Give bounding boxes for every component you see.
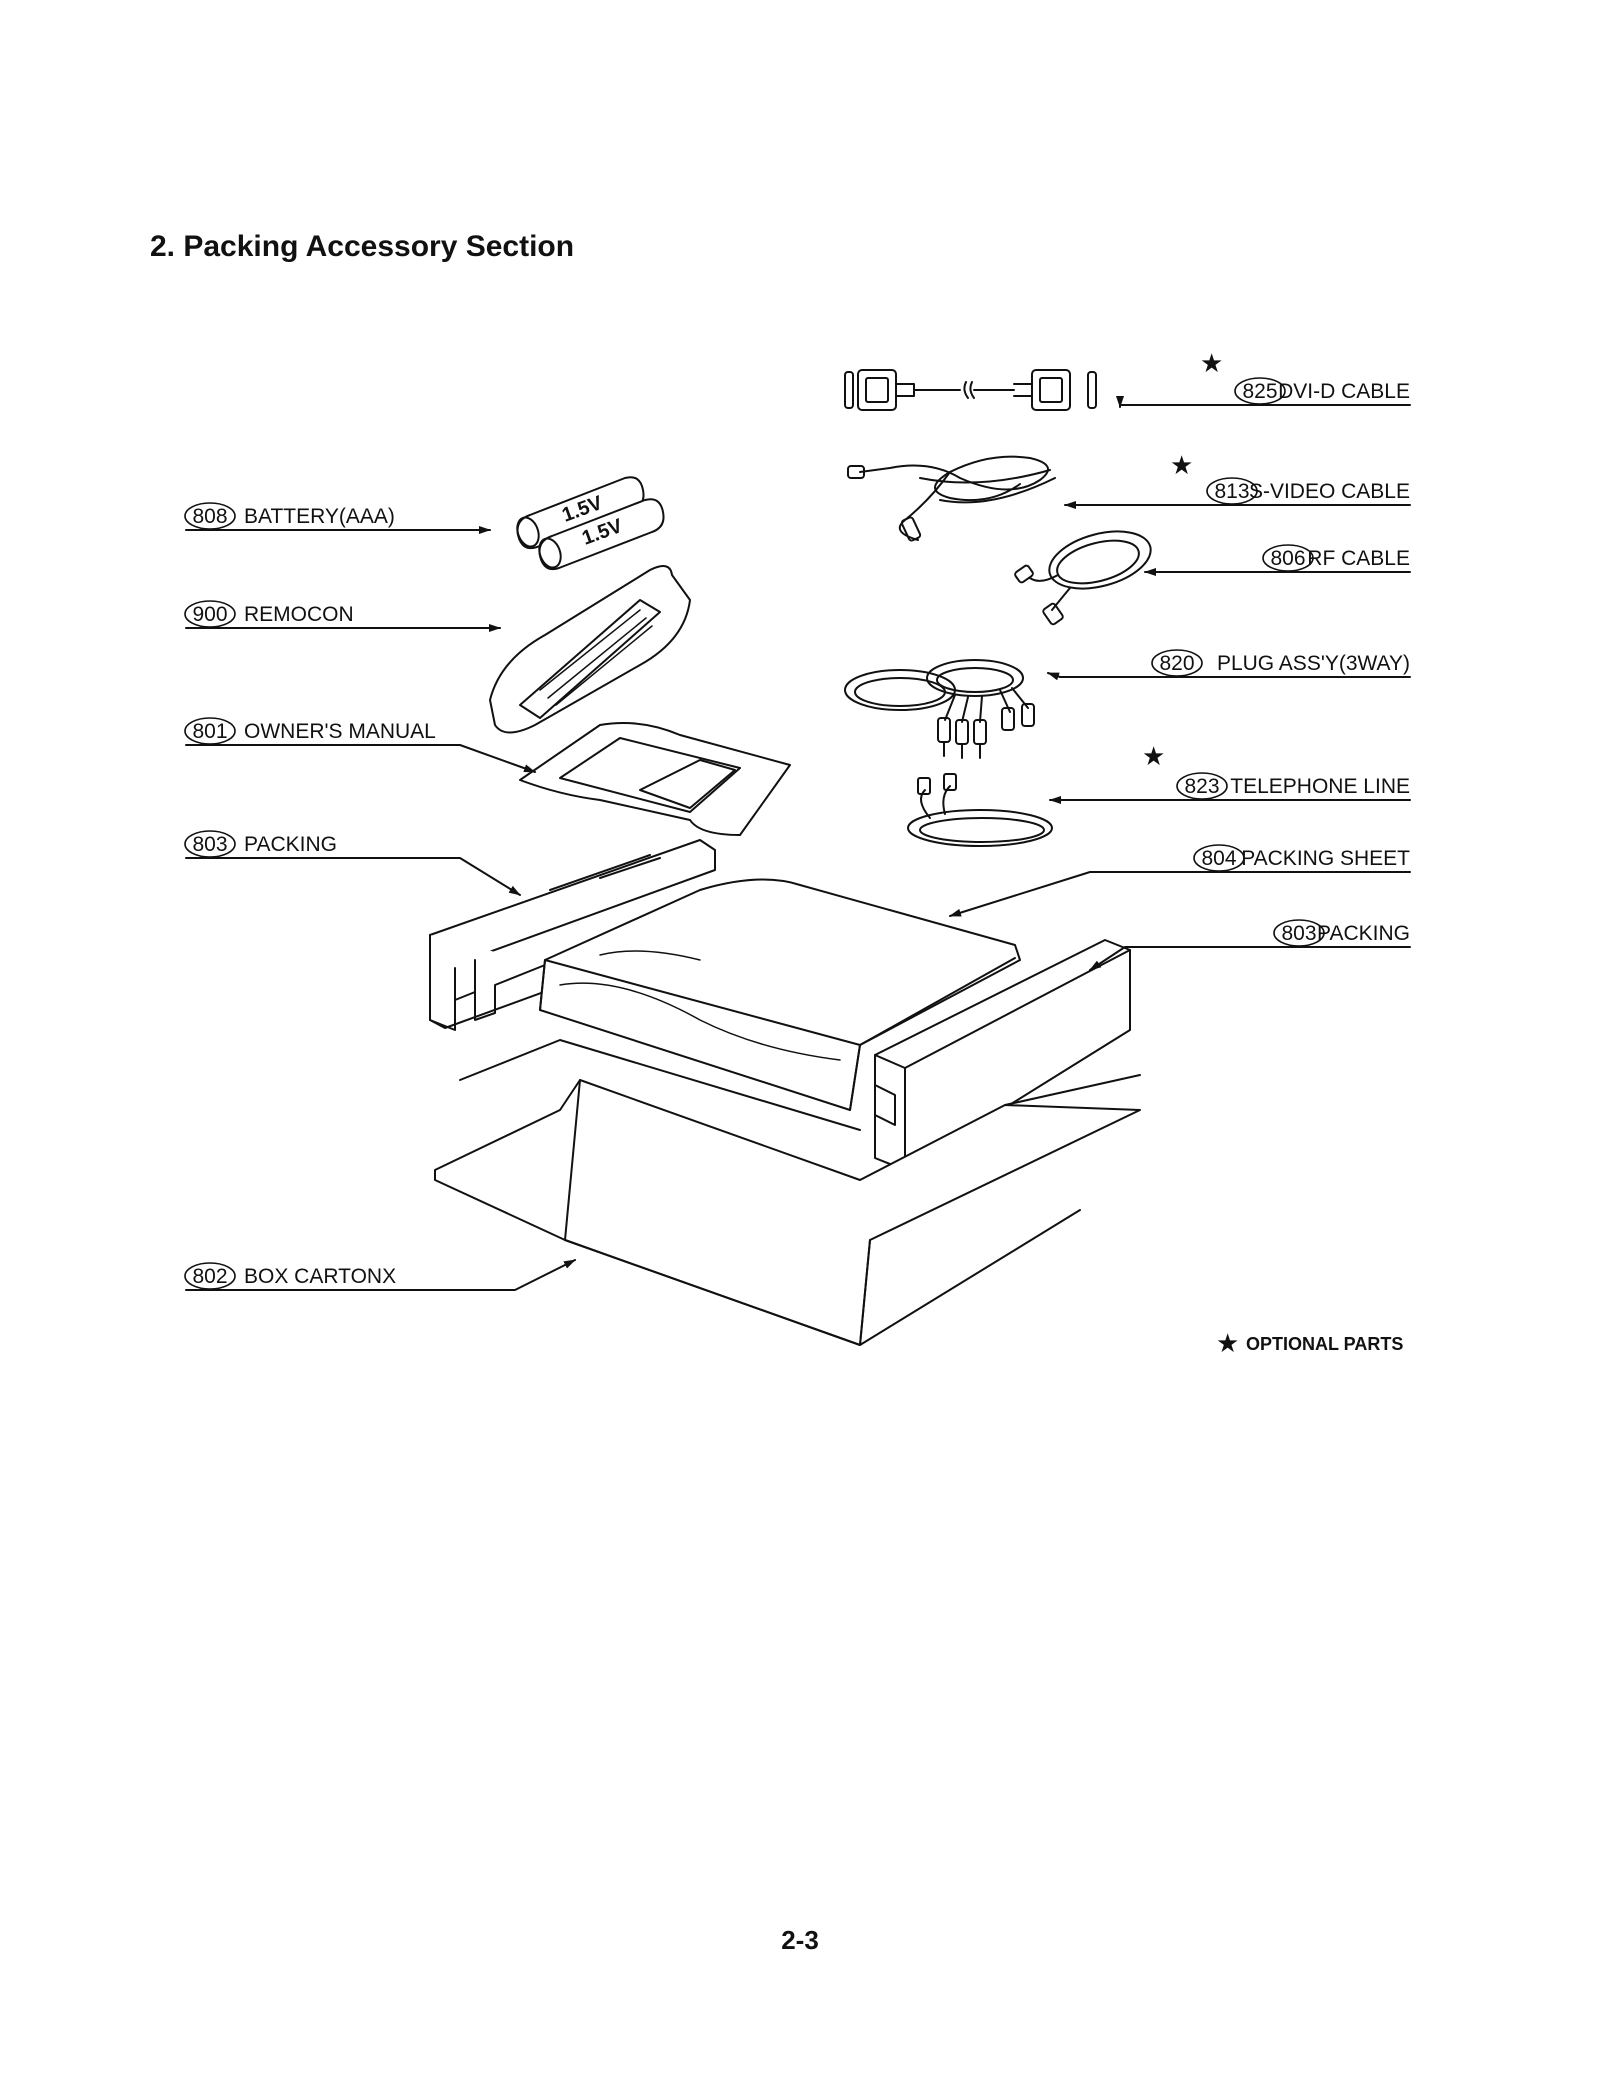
part-number-oval (184, 600, 236, 628)
part-number: 820 (1159, 652, 1194, 675)
part-number: 801 (192, 720, 227, 743)
part-name: BOX CARTONX (244, 1265, 396, 1288)
dvi-d-cable-illustration (844, 369, 1097, 411)
part-name: REMOCON (244, 603, 354, 626)
part-number: 900 (192, 603, 227, 626)
telephone-line-illustration (907, 773, 1053, 847)
rf-cable-illustration (1014, 530, 1152, 626)
optional-star-icon: ★ (1200, 348, 1223, 378)
part-number: 802 (192, 1265, 227, 1288)
callout-part-802: 802 BOX CARTONX (184, 1262, 396, 1290)
leader-lines-right (949, 396, 1411, 971)
part-number: 808 (192, 505, 227, 528)
section-title: 2. Packing Accessory Section (150, 230, 575, 263)
part-number-oval (184, 830, 236, 858)
part-name: PLUG ASS'Y(3WAY) (1217, 652, 1410, 675)
owners-manual-illustration (519, 721, 791, 836)
callout-part-808: 808 BATTERY(AAA) (184, 502, 395, 530)
legend-star-icon: ★ (1216, 1328, 1239, 1358)
part-name: RF CABLE (1307, 547, 1410, 570)
plug-assy-3way-illustration (844, 659, 1035, 759)
optional-parts-legend: ★ OPTIONAL PARTS (1216, 1328, 1403, 1358)
right-foam-packing-illustration (874, 939, 1131, 1171)
legend-text: OPTIONAL PARTS (1246, 1334, 1403, 1354)
part-name: PACKING (244, 833, 337, 856)
callout-part-820: 820 PLUG ASS'Y(3WAY) (1151, 649, 1410, 677)
part-name: PACKING (1317, 922, 1410, 945)
part-name: BATTERY(AAA) (244, 505, 395, 528)
part-number: 804 (1201, 847, 1236, 870)
part-name: S-VIDEO CABLE (1249, 480, 1410, 503)
part-number: 825 (1242, 380, 1277, 403)
part-number-oval (1176, 772, 1228, 800)
part-number-oval (1262, 544, 1314, 572)
part-name: DVI-D CABLE (1278, 380, 1410, 403)
callout-part-823: 823 TELEPHONE LINE ★ (1142, 741, 1410, 800)
box-carton-illustration (434, 1039, 1141, 1346)
page-number: 2-3 (781, 1925, 819, 1955)
part-name: OWNER'S MANUAL (244, 720, 436, 743)
part-number-oval (184, 717, 236, 745)
part-number: 803 (1281, 922, 1316, 945)
optional-star-icon: ★ (1142, 741, 1165, 771)
optional-star-icon: ★ (1170, 450, 1193, 480)
part-number-oval (184, 502, 236, 530)
part-number-oval (1273, 919, 1325, 947)
part-number: 823 (1184, 775, 1219, 798)
part-number-oval (184, 1262, 236, 1290)
callout-part-803-left: 803 PACKING (184, 830, 337, 858)
callout-part-801: 801 OWNER'S MANUAL (184, 717, 436, 745)
part-number-oval (1193, 844, 1245, 872)
remote-control-illustration (489, 565, 691, 734)
part-number: 806 (1270, 547, 1305, 570)
part-number-oval (1151, 649, 1203, 677)
part-number-oval (1206, 477, 1258, 505)
unit-in-packing-sheet-illustration (539, 878, 1021, 1111)
batteries-illustration (516, 476, 665, 571)
leader-lines-left (185, 526, 576, 1291)
left-foam-packing-illustration (429, 839, 716, 1031)
part-name: TELEPHONE LINE (1230, 775, 1410, 798)
part-name: PACKING SHEET (1241, 847, 1410, 870)
part-number: 803 (192, 833, 227, 856)
part-number: 813 (1214, 480, 1249, 503)
s-video-cable-illustration (847, 455, 1056, 542)
callout-part-900: 900 REMOCON (184, 600, 354, 628)
part-number-oval (1234, 377, 1286, 405)
